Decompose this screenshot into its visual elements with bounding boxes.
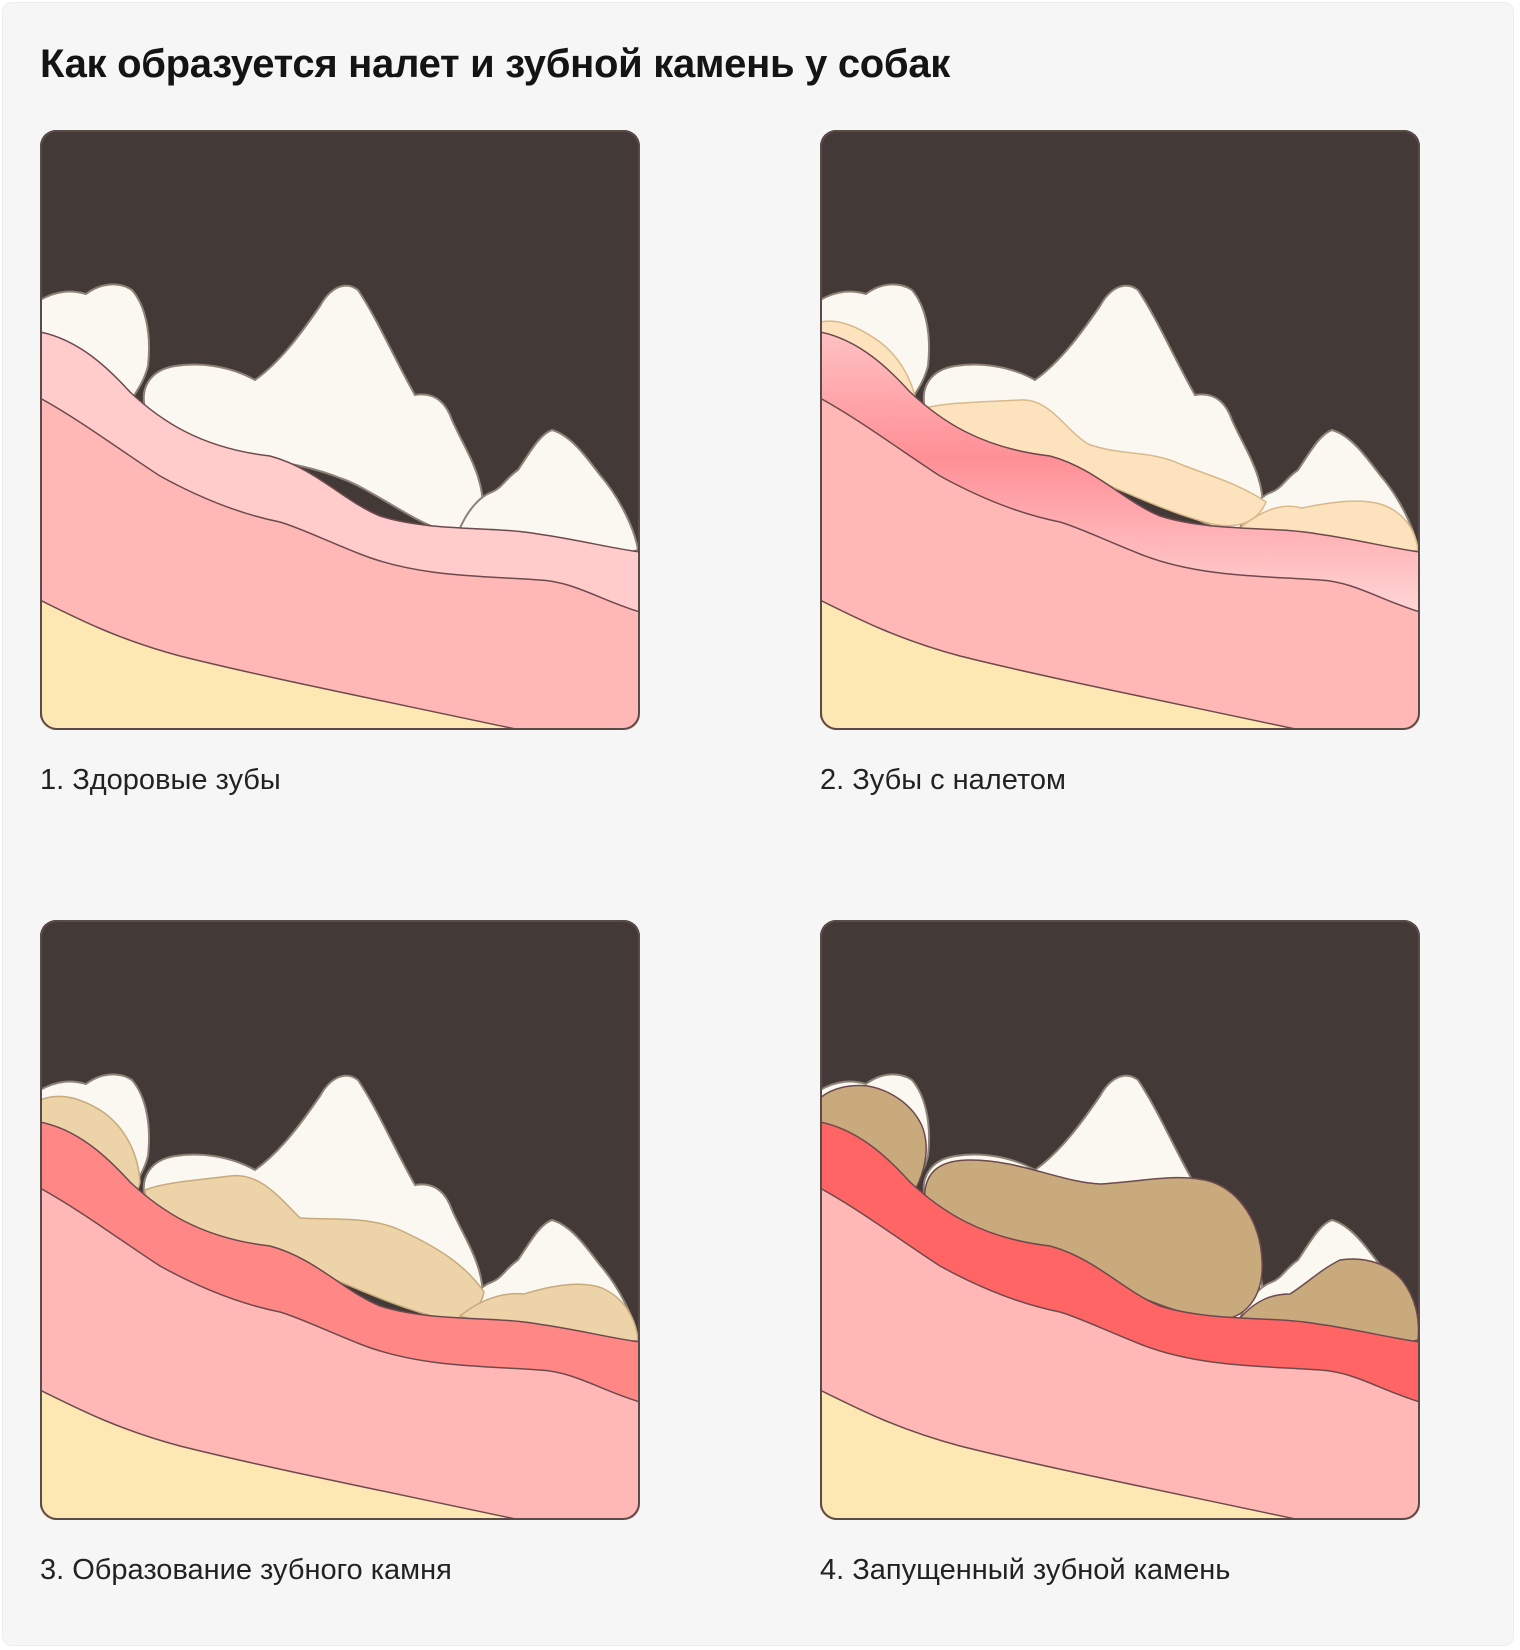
jaw-bone: [40, 1389, 521, 1520]
stage-3-caption: 3. Образование зубного камня: [40, 1554, 452, 1586]
stage-1-caption: 1. Здоровые зубы: [40, 764, 281, 796]
stage-4-caption: 4. Запущенный зубной камень: [820, 1554, 1231, 1586]
stage-1-illustration: [40, 130, 640, 730]
panel-frame: [40, 920, 640, 1520]
panel-frame: [820, 130, 1420, 730]
panel-frame: [820, 920, 1420, 1520]
inflamed-gum-edge: [40, 1121, 640, 1403]
stage-4-illustration: [820, 920, 1420, 1520]
stage-2-illustration: [820, 130, 1420, 730]
jaw-bone: [820, 599, 1301, 730]
strongly-inflamed-gum-edge: [820, 1121, 1420, 1403]
jaw-bone: [820, 1389, 1301, 1520]
jaw-bone: [40, 599, 521, 730]
infographic-title: Как образуется налет и зубной камень у с…: [40, 42, 951, 86]
slightly-inflamed-gum-edge: [820, 331, 1420, 613]
stage-3-illustration: [40, 920, 640, 1520]
stage-2-caption: 2. Зубы с налетом: [820, 764, 1066, 796]
panel-frame: [40, 130, 640, 730]
healthy-gum-edge: [40, 331, 640, 613]
